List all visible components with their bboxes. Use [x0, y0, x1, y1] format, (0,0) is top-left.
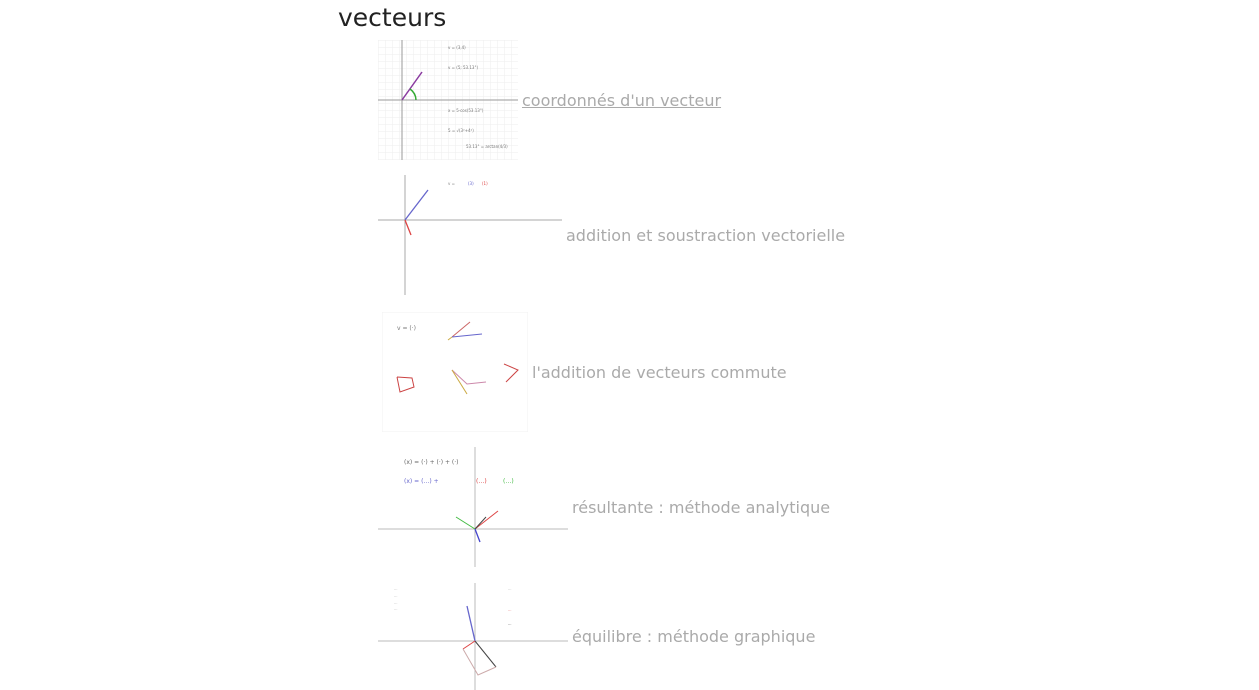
vector-commutation-thumbnail: v = (·) — [382, 312, 528, 432]
svg-text:…: … — [508, 608, 512, 612]
link-addition-soustraction[interactable]: v = (3) (1) addition et soustraction vecto… — [378, 175, 845, 295]
svg-text:(…): (…) — [503, 478, 514, 485]
equilibrium-graphic-thumbnail: … … … … … … … — [378, 583, 568, 690]
svg-text:(x) = (…) +: (x) = (…) + — [404, 478, 439, 485]
svg-text:v =: v = — [448, 181, 455, 186]
link-label: addition et soustraction vectorielle — [566, 225, 846, 245]
link-label: équilibre : méthode graphique — [572, 627, 816, 646]
svg-text:53.13° = arctan(4/3): 53.13° = arctan(4/3) — [466, 144, 508, 149]
svg-text:…: … — [394, 607, 398, 611]
svg-text:(3): (3) — [468, 181, 474, 186]
link-label: l'addition de vecteurs commute — [532, 362, 787, 382]
svg-text:x = 5·cos(53.13°): x = 5·cos(53.13°) — [448, 108, 484, 113]
vector-addition-thumbnail: v = (3) (1) — [378, 175, 562, 295]
svg-text:(x) = (·) + (·) + (·): (x) = (·) + (·) + (·) — [404, 459, 459, 466]
svg-text:v = (5; 53.13°): v = (5; 53.13°) — [448, 65, 478, 70]
svg-text:(1): (1) — [482, 181, 488, 186]
svg-text:…: … — [394, 587, 398, 591]
link-coordonnes-vecteur[interactable]: v = (3,4) v = (5; 53.13°) x = 5·cos(53.13°… — [378, 40, 721, 160]
vector-coordinates-thumbnail: v = (3,4) v = (5; 53.13°) x = 5·cos(53.13°… — [378, 40, 518, 160]
svg-text:v = (·): v = (·) — [397, 325, 416, 332]
svg-text:(…): (…) — [476, 478, 487, 485]
svg-text:5 = √(3²+4²): 5 = √(3²+4²) — [448, 128, 474, 133]
link-label: coordonnés d'un vecteur — [522, 90, 722, 110]
resultant-analytic-thumbnail: (x) = (·) + (·) + (·) (x) = (…) + (…) (…) — [378, 447, 568, 567]
svg-text:…: … — [394, 601, 398, 605]
svg-text:…: … — [508, 587, 512, 591]
svg-text:v = (3,4): v = (3,4) — [448, 45, 466, 50]
link-label: résultante : méthode analytique — [572, 497, 831, 517]
svg-text:…: … — [508, 622, 512, 626]
link-addition-commute[interactable]: v = (·) l'addition de vecteurs commute — [382, 312, 787, 432]
svg-text:…: … — [394, 594, 398, 598]
page-title: vecteurs — [338, 3, 447, 32]
link-resultante-analytique[interactable]: (x) = (·) + (·) + (·)(x) = (…) + (…)(…) … — [378, 447, 830, 567]
link-equilibre-graphique[interactable]: … … … … … … … équilibre : méthode graphique — [378, 583, 815, 690]
